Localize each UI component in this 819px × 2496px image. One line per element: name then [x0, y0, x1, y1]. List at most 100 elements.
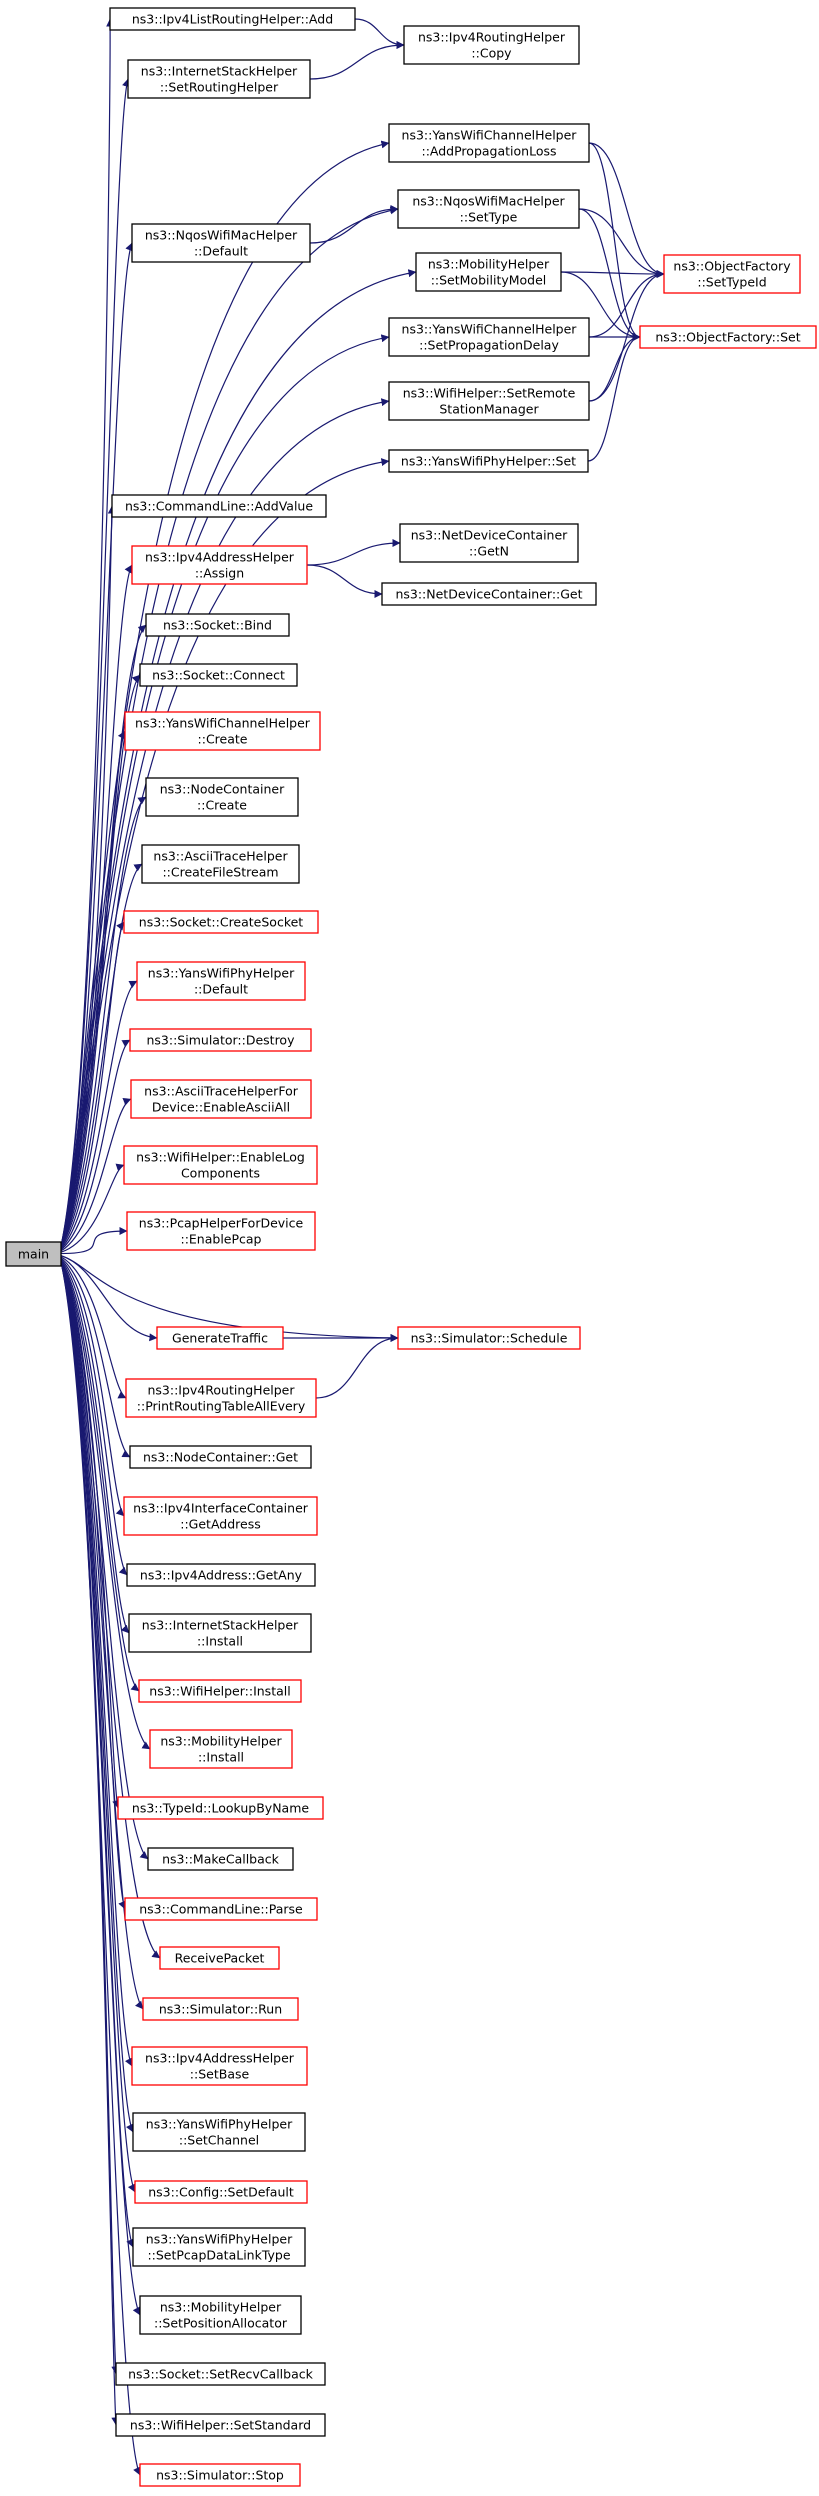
node-label-line: ns3::ObjectFactory::Set	[655, 330, 800, 345]
node-mob-setmodel[interactable]: ns3::MobilityHelper::SetMobilityModel	[415, 252, 562, 292]
node-label-line: ns3::YansWifiPhyHelper	[146, 2232, 293, 2247]
node-box	[138, 1679, 302, 1703]
node-label-line: ns3::Simulator::Schedule	[411, 1331, 568, 1346]
node-box	[125, 1378, 317, 1418]
node-box	[124, 1897, 318, 1921]
node-ndc-get[interactable]: ns3::NetDeviceContainer::Get	[381, 582, 597, 606]
node-box	[129, 1028, 312, 1052]
node-label-line: StationManager	[439, 402, 539, 417]
node-nc-create[interactable]: ns3::NodeContainer::Create	[145, 777, 299, 817]
node-yans-ch-setdelay[interactable]: ns3::YansWifiChannelHelper::SetPropagati…	[388, 317, 590, 357]
node-typeid-lookup[interactable]: ns3::TypeId::LookupByName	[117, 1796, 324, 1820]
edge-main-to-gentraffic	[60, 1255, 158, 1342]
node-ipv4addr-setbase[interactable]: ns3::Ipv4AddressHelper::SetBase	[131, 2046, 308, 2086]
node-gentraffic[interactable]: GenerateTraffic	[156, 1326, 284, 1350]
edge-main-to-config_setdefault	[60, 1261, 136, 2193]
node-box	[147, 1847, 294, 1871]
node-ipv4a-getany[interactable]: ns3::Ipv4Address::GetAny	[126, 1563, 316, 1587]
node-box	[130, 1079, 312, 1119]
node-inet-install[interactable]: ns3::InternetStackHelper::Install	[128, 1613, 312, 1653]
node-label-line: ::Default	[194, 982, 248, 997]
node-wifi-setstandard[interactable]: ns3::WifiHelper::SetStandard	[115, 2413, 326, 2437]
node-sim-destroy[interactable]: ns3::Simulator::Destroy	[129, 1028, 312, 1052]
node-nqos-settype[interactable]: ns3::NqosWifiMacHelper::SetType	[397, 189, 580, 229]
node-label-line: ::SetPositionAllocator	[154, 2316, 288, 2331]
node-label-line: ns3::NodeContainer::Get	[143, 1450, 298, 1465]
node-label-line: ns3::YansWifiChannelHelper	[402, 322, 578, 337]
node-box	[131, 545, 308, 585]
node-label-line: ::Default	[194, 244, 248, 259]
node-yans-phy-setpcap[interactable]: ns3::YansWifiPhyHelper::SetPcapDataLinkT…	[132, 2227, 306, 2267]
node-config-setdefault[interactable]: ns3::Config::SetDefault	[134, 2180, 308, 2204]
node-label-line: ns3::Ipv4InterfaceContainer	[133, 1501, 309, 1516]
node-label-line: ns3::YansWifiPhyHelper	[146, 2117, 293, 2132]
node-mob-install[interactable]: ns3::MobilityHelper::Install	[149, 1729, 293, 1769]
node-box	[388, 381, 590, 421]
node-ipv4rh-print[interactable]: ns3::Ipv4RoutingHelper::PrintRoutingTabl…	[125, 1378, 317, 1418]
node-ascii-createfs[interactable]: ns3::AsciiTraceHelper::CreateFileStream	[141, 844, 300, 884]
node-ipv4ic-getaddr[interactable]: ns3::Ipv4InterfaceContainer::GetAddress	[123, 1496, 318, 1536]
edge-main-to-typeid_lookup	[60, 1261, 121, 1809]
node-mob-setposalloc[interactable]: ns3::MobilityHelper::SetPositionAllocato…	[139, 2295, 302, 2335]
node-label-line: ns3::InternetStackHelper	[142, 1618, 299, 1633]
node-of-settypeid[interactable]: ns3::ObjectFactory::SetTypeId	[663, 254, 801, 294]
node-wifi-install[interactable]: ns3::WifiHelper::Install	[138, 1679, 302, 1703]
node-label-line: ::SetTypeId	[697, 275, 766, 290]
node-main[interactable]: main	[5, 1241, 62, 1267]
node-label-line: ::SetType	[460, 210, 518, 225]
node-box	[132, 2227, 306, 2267]
node-inet-setrouting[interactable]: ns3::InternetStackHelper::SetRoutingHelp…	[127, 59, 311, 99]
edge-main-to-yans_ch_setdelay	[60, 334, 390, 1247]
edge-main-to-makecallback	[60, 1261, 149, 1860]
node-label-line: ::SetPcapDataLinkType	[147, 2248, 290, 2263]
edge-yans_phy_set-to-of_set	[587, 333, 641, 462]
node-ipv4-list-add[interactable]: ns3::Ipv4ListRoutingHelper::Add	[109, 7, 356, 31]
node-sim-schedule[interactable]: ns3::Simulator::Schedule	[397, 1326, 581, 1350]
edge-main-to-sim_schedule	[60, 1255, 399, 1342]
node-box	[388, 449, 589, 473]
node-label-line: ::GetN	[469, 544, 509, 559]
edge-main-to-nc_get	[60, 1257, 131, 1458]
node-box	[403, 25, 580, 65]
edge-main-to-ipv4ic_getaddr	[60, 1258, 125, 1517]
node-ascii-enableall[interactable]: ns3::AsciiTraceHelperForDevice::EnableAs…	[130, 1079, 312, 1119]
node-socket-setrecv[interactable]: ns3::Socket::SetRecvCallback	[115, 2362, 326, 2386]
edge-main-to-inet_install	[60, 1261, 130, 1634]
node-nc-get[interactable]: ns3::NodeContainer::Get	[129, 1445, 312, 1469]
node-yans-phy-default[interactable]: ns3::YansWifiPhyHelper::Default	[136, 961, 306, 1001]
node-box	[128, 1613, 312, 1653]
node-cmd-parse[interactable]: ns3::CommandLine::Parse	[124, 1897, 318, 1921]
node-nqos-default[interactable]: ns3::NqosWifiMacHelper::Default	[131, 223, 311, 263]
node-sim-run[interactable]: ns3::Simulator::Run	[142, 1997, 299, 2021]
node-yans-ch-create[interactable]: ns3::YansWifiChannelHelper::Create	[124, 711, 321, 751]
node-box	[139, 663, 298, 687]
node-socket-connect[interactable]: ns3::Socket::Connect	[139, 663, 298, 687]
node-makecallback[interactable]: ns3::MakeCallback	[147, 1847, 294, 1871]
node-box	[388, 123, 590, 163]
node-label-line: ns3::NqosWifiMacHelper	[412, 194, 565, 209]
node-ndc-getn[interactable]: ns3::NetDeviceContainer::GetN	[399, 523, 579, 563]
node-ipv4-copy[interactable]: ns3::Ipv4RoutingHelper::Copy	[403, 25, 580, 65]
node-receivepacket[interactable]: ReceivePacket	[159, 1946, 280, 1970]
edge-main-to-sim_stop	[60, 1261, 141, 2476]
node-socket-createsocket[interactable]: ns3::Socket::CreateSocket	[123, 910, 319, 934]
node-ipv4addr-assign[interactable]: ns3::Ipv4AddressHelper::Assign	[131, 545, 308, 585]
node-yans-phy-setchannel[interactable]: ns3::YansWifiPhyHelper::SetChannel	[132, 2112, 306, 2152]
node-of-set[interactable]: ns3::ObjectFactory::Set	[639, 325, 817, 349]
node-yans-ch-addprop[interactable]: ns3::YansWifiChannelHelper::AddPropagati…	[388, 123, 590, 163]
node-label-line: ns3::AsciiTraceHelperFor	[144, 1084, 299, 1099]
edge-wifi_setremote-to-of_set	[588, 333, 641, 402]
edge-ipv4_list_add-to-ipv4_copy	[354, 18, 405, 49]
node-pcap-enable[interactable]: ns3::PcapHelperForDevice::EnablePcap	[126, 1211, 316, 1251]
node-label-line: ns3::Ipv4Address::GetAny	[140, 1568, 303, 1583]
node-socket-bind[interactable]: ns3::Socket::Bind	[145, 613, 290, 637]
edge-main-to-sim_destroy	[60, 1039, 131, 1251]
node-cmd-addvalue[interactable]: ns3::CommandLine::AddValue	[111, 494, 327, 518]
node-label-line: ::SetRoutingHelper	[160, 80, 279, 95]
edge-main-to-wifi_install	[60, 1261, 140, 1692]
node-box	[381, 582, 597, 606]
node-yans-phy-set[interactable]: ns3::YansWifiPhyHelper::Set	[388, 449, 589, 473]
node-sim-stop[interactable]: ns3::Simulator::Stop	[139, 2463, 301, 2487]
